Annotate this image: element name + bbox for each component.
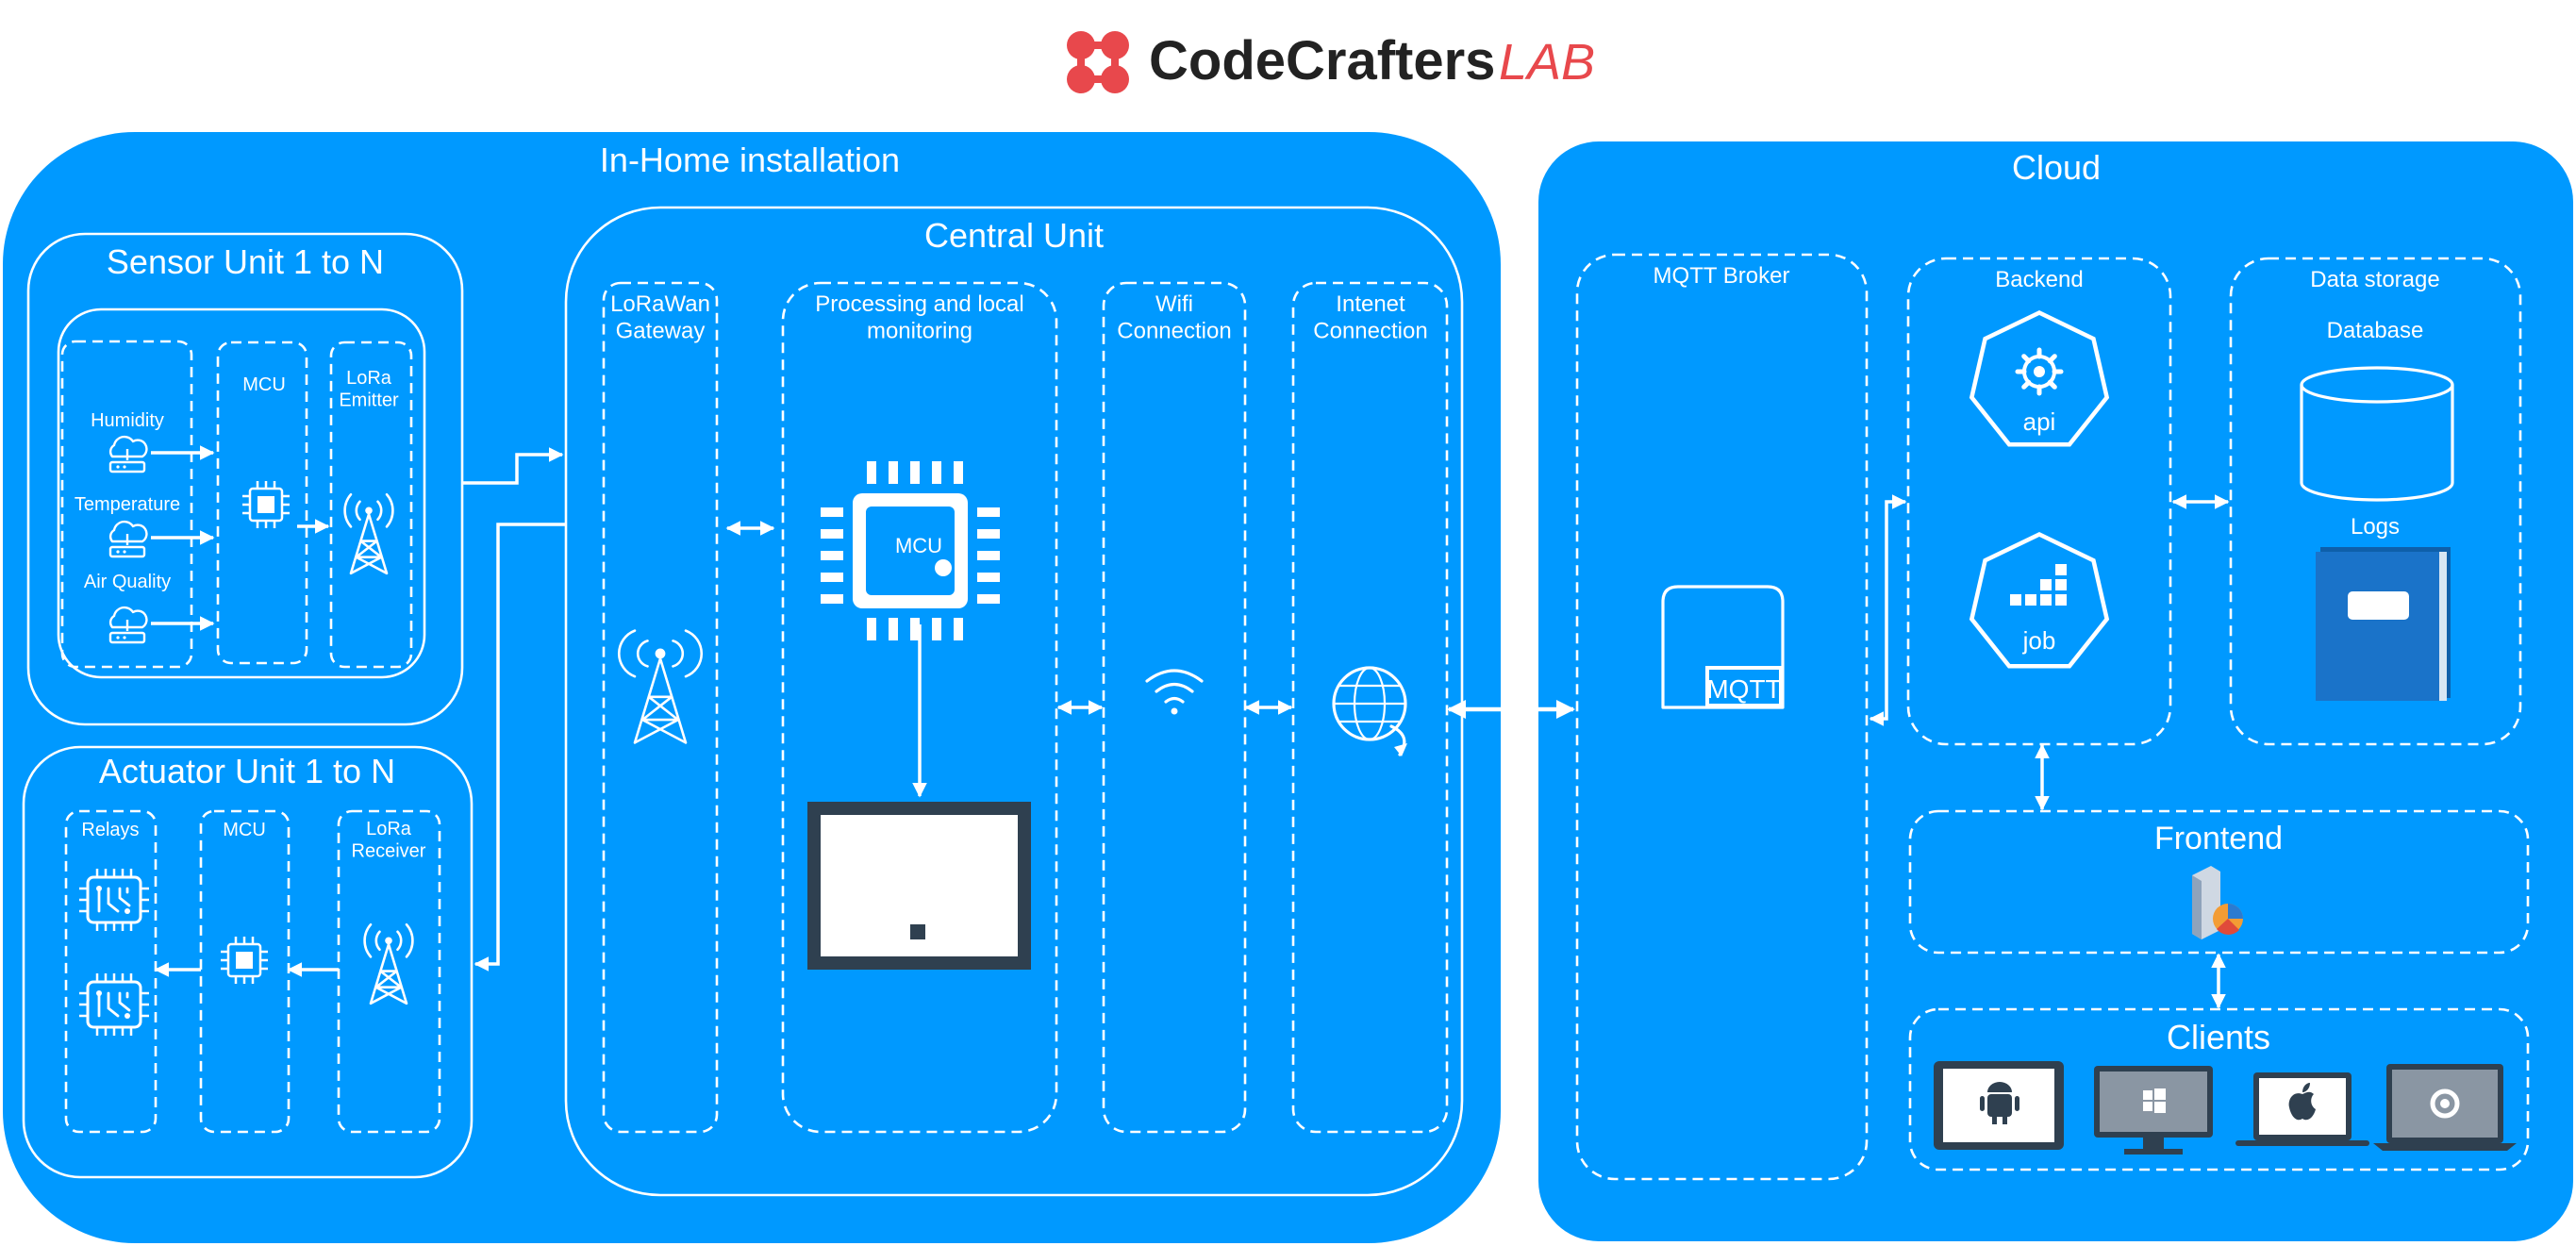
gear-icon [2015, 347, 2064, 396]
arrow-broker-backend [1869, 494, 1907, 726]
actuator-unit-box [22, 745, 474, 1179]
storage-title: Data storage [2310, 267, 2439, 292]
api-icon: api [1969, 310, 2110, 447]
globe-icon [1332, 666, 1407, 756]
clients-group [1908, 1007, 2530, 1171]
sensor-unit-box [26, 232, 464, 726]
database-label: Database [2327, 318, 2424, 343]
antenna-tower-icon [363, 922, 414, 1005]
sensor-emitter-group [329, 341, 413, 669]
sensor-unit-inner [57, 307, 426, 679]
frontend-title: Frontend [2154, 821, 2283, 856]
mqtt-icon-label: MQTT [1706, 674, 1781, 704]
actuator-mcu-label: MCU [223, 820, 266, 840]
cloud-title: Cloud [2012, 148, 2101, 187]
logo-name: CodeCrafters [1149, 30, 1495, 91]
storage-group [2229, 257, 2522, 746]
cloud-panel [1538, 141, 2573, 1241]
arrow-gateway-actuator [474, 523, 566, 972]
sensor-label-air-quality: Air Quality [84, 572, 171, 592]
sensor-cloud-icon [108, 435, 148, 473]
job-icon: job [1969, 532, 2110, 669]
wifi-icon [1145, 669, 1204, 715]
local-display-icon [807, 802, 1031, 970]
logo-mark-icon [1067, 31, 1129, 93]
backend-title: Backend [1995, 267, 2083, 292]
sensor-mcu-label: MCU [242, 374, 286, 395]
sensor-unit-title: Sensor Unit 1 to N [107, 242, 384, 281]
sensor-cloud-icon [108, 606, 148, 644]
central-unit-title: Central Unit [924, 216, 1104, 255]
actuator-receiver-group [337, 809, 441, 1134]
logs-label: Logs [2351, 514, 2400, 540]
frontend-group [1908, 809, 2530, 955]
database-icon [2300, 366, 2454, 502]
relay-chip-icon [79, 973, 149, 1036]
relay-chip-icon [79, 869, 149, 931]
arrow-sensor-gateway [462, 447, 564, 485]
job-grid-icon [2010, 564, 2067, 606]
logo: CodeCrafters LAB [1067, 30, 1595, 93]
windows-desktop-icon [2094, 1066, 2213, 1155]
broker-group [1575, 253, 1869, 1181]
gateway-antenna-icon [618, 629, 703, 744]
in-home-title: In-Home installation [600, 141, 900, 179]
sensor-label-humidity: Humidity [91, 410, 164, 431]
gateway-group [602, 281, 719, 1134]
actuator-mcu-chip-icon [221, 937, 268, 984]
clients-title: Clients [2167, 1018, 2270, 1056]
broker-title: MQTT Broker [1654, 263, 1790, 289]
backend-group [1906, 257, 2172, 746]
apple-laptop-icon [2235, 1072, 2369, 1146]
logs-book-icon [2316, 547, 2451, 701]
mqtt-icon: MQTT [1661, 585, 1785, 709]
antenna-tower-icon [343, 492, 394, 575]
actuator-unit-title: Actuator Unit 1 to N [99, 752, 395, 790]
api-label: api [2023, 407, 2056, 436]
android-tablet-icon [1934, 1061, 2064, 1150]
job-label: job [2022, 626, 2056, 655]
chrome-laptop-icon [2373, 1064, 2517, 1151]
sensor-mcu-group [216, 341, 308, 665]
sensor-mcu-chip-icon [242, 481, 290, 528]
web-server-icon [2192, 866, 2243, 939]
central-mcu-label: MCU [895, 534, 942, 557]
logo-suffix: LAB [1499, 34, 1595, 91]
processing-group [781, 281, 1058, 1134]
central-mcu-chip-icon: MCU [821, 461, 1000, 640]
relays-label: Relays [81, 820, 139, 840]
in-home-panel [3, 132, 1501, 1243]
sensor-label-temperature: Temperature [75, 494, 180, 515]
sensor-cloud-icon [108, 520, 148, 558]
sensors-group [60, 340, 193, 669]
